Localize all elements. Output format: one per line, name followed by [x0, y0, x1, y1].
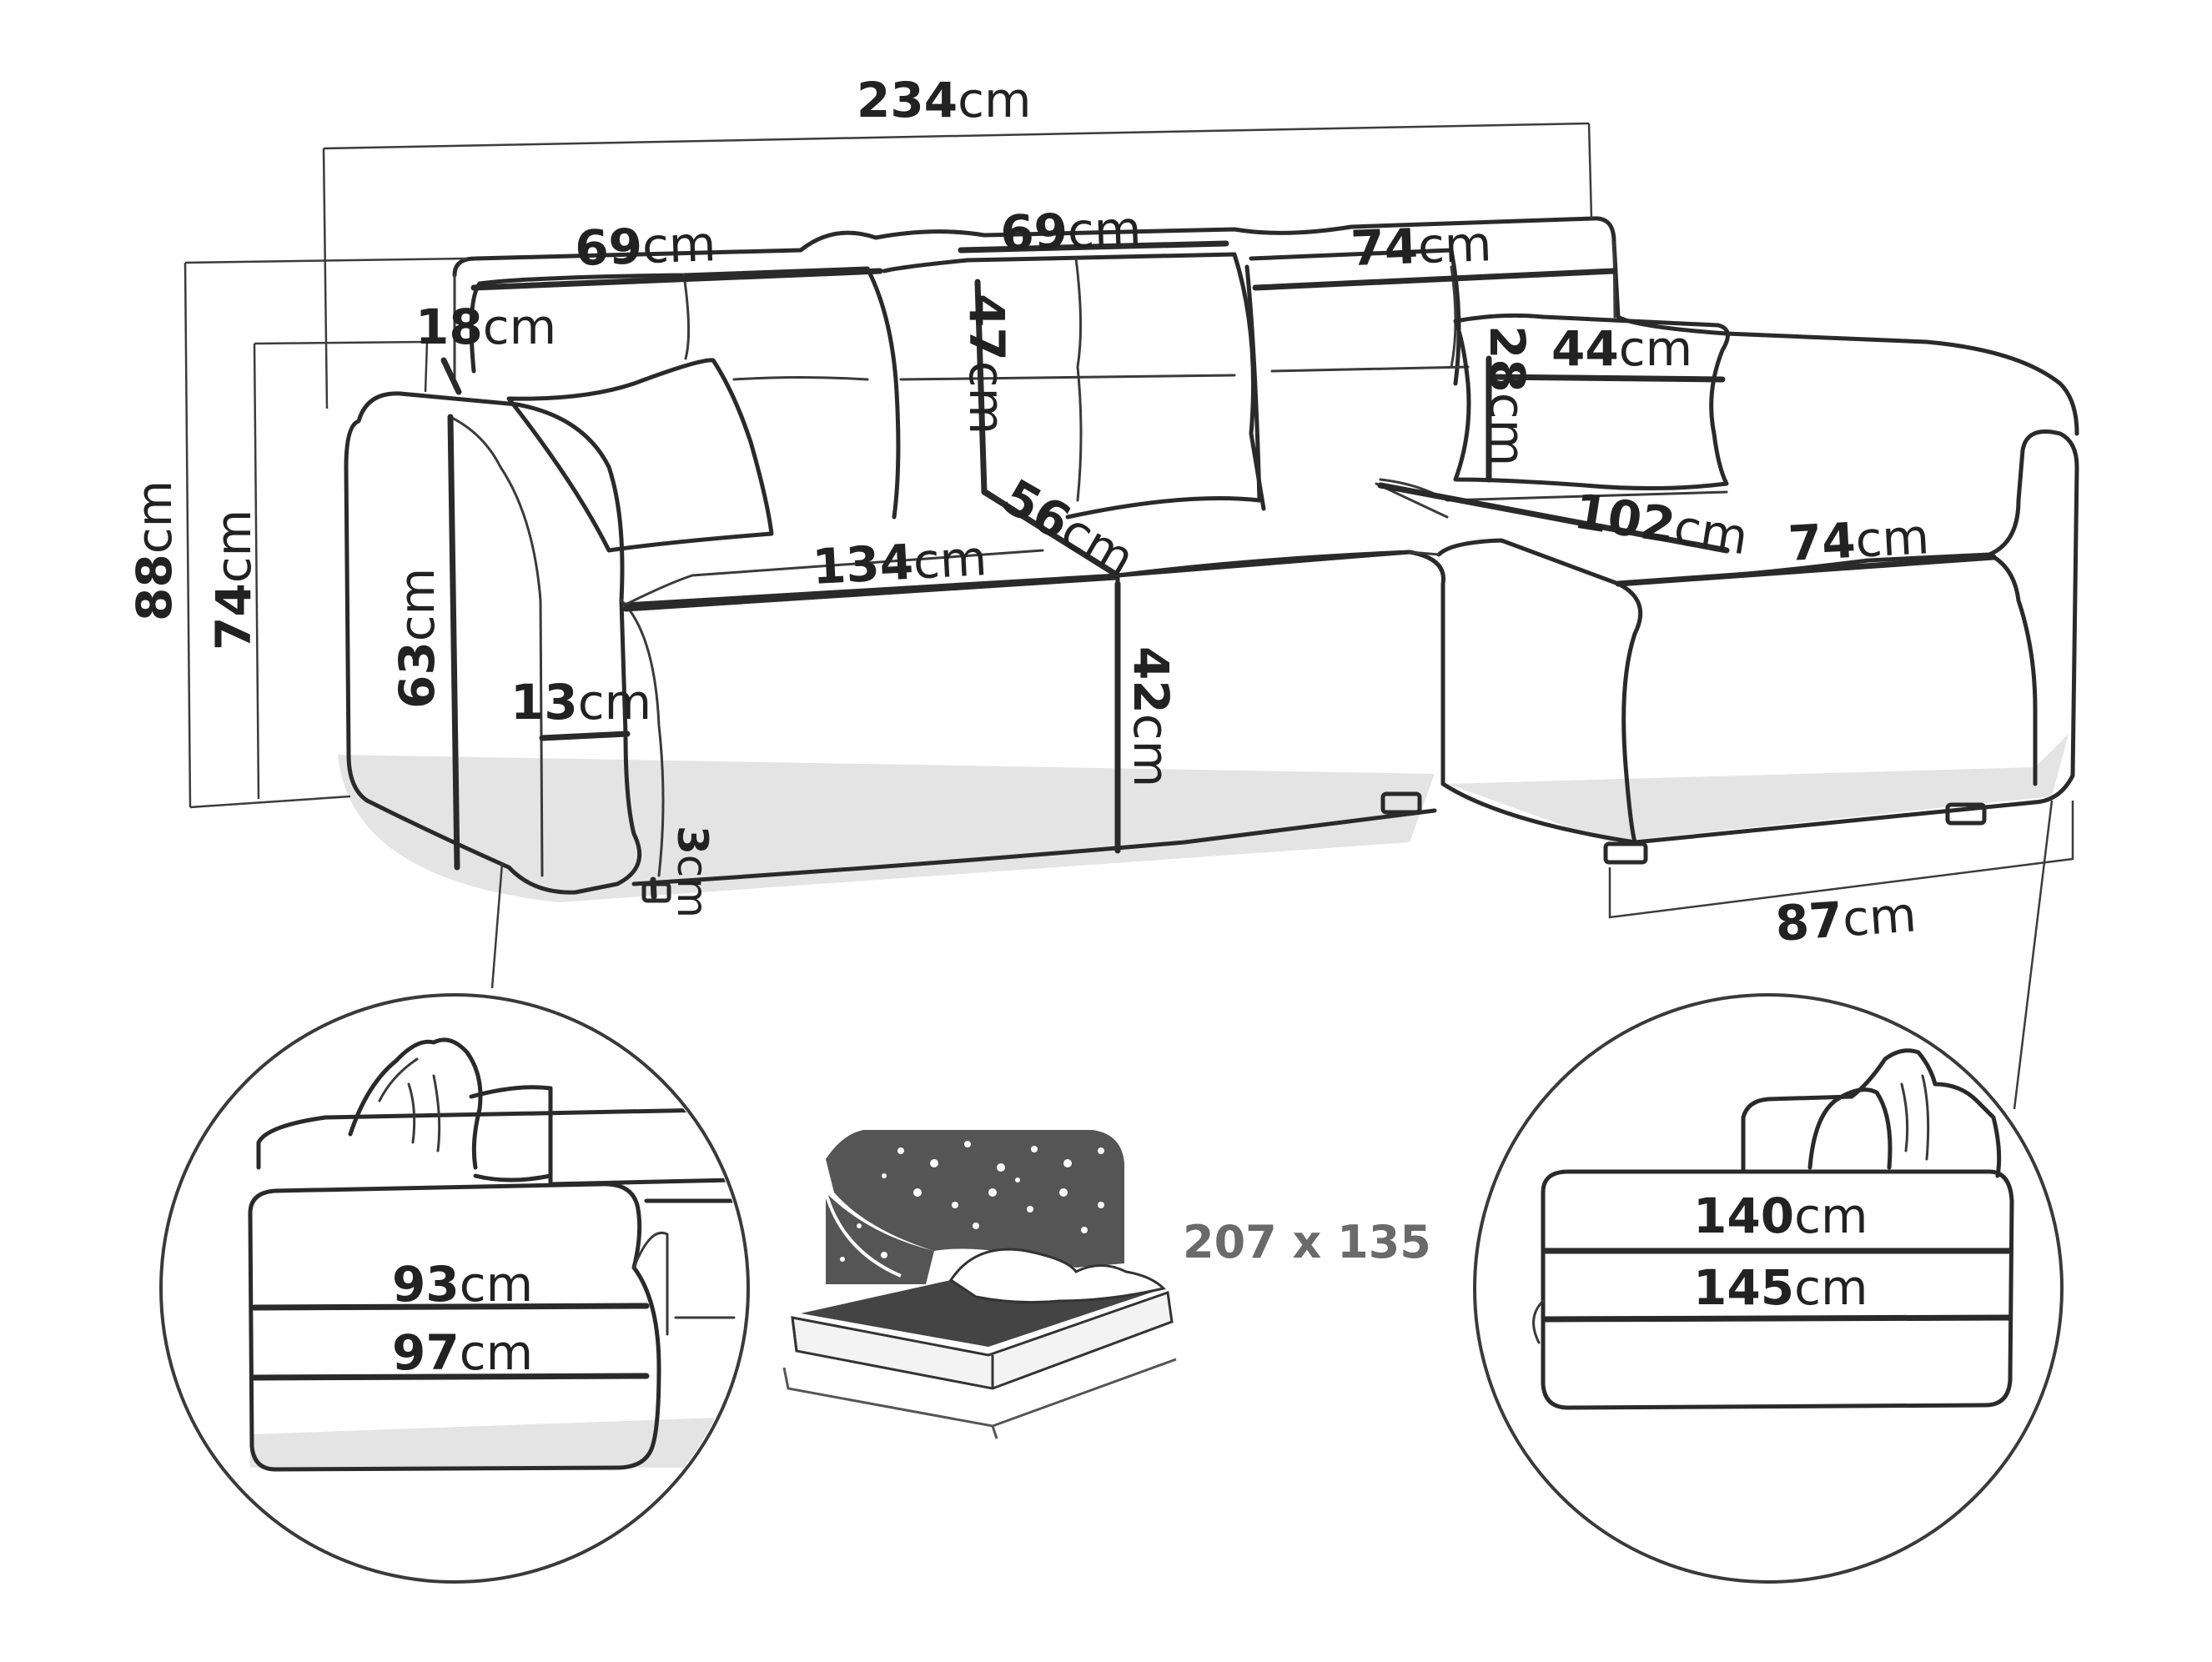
dim-chaise-cushion-height: 28cm — [1479, 325, 1536, 466]
dim-seat-length: 134cm — [811, 530, 988, 595]
star-pattern — [840, 1141, 1104, 1262]
dim-chaise-width: 74cm — [1787, 508, 1930, 572]
detail-right-lower-label: 145cm — [1693, 1259, 1868, 1316]
bed-size-label: 207 x 135 — [1183, 1216, 1431, 1268]
measurement-strokes — [440, 240, 1997, 900]
detail-circle-left: 93cm 97cm — [159, 993, 750, 1584]
dim-total-height: 88cm — [126, 480, 183, 621]
dim-seat-height: 42cm — [1123, 646, 1179, 787]
dim-chaise-length: 102cm — [1571, 483, 1752, 566]
sofa-shadow — [338, 734, 2069, 902]
dim-armrest-offset: 18cm — [415, 299, 556, 355]
detail-left-upper-label: 93cm — [392, 1256, 533, 1313]
dim-back-height: 74cm — [205, 510, 262, 650]
bed-function-icon: 207 x 135 — [782, 1130, 1431, 1439]
dim-seat-depth: 56cm — [993, 468, 1144, 587]
dim-seat-width-left: 69cm — [574, 215, 716, 277]
detail-left-lower-label: 97cm — [392, 1324, 533, 1381]
dim-total-width: 234cm — [857, 72, 1031, 128]
dim-back-cushion-height: 47cm — [958, 294, 1015, 434]
dimension-guides — [183, 122, 2074, 1110]
dim-arm-height: 63cm — [389, 568, 445, 709]
detail-circle-right: 140cm 145cm — [1473, 993, 2064, 1584]
dim-chaise-cushion-width: 44cm — [1551, 320, 1692, 377]
dim-seat-width-right: 74cm — [1350, 215, 1492, 277]
dim-arm-width: 13cm — [510, 674, 651, 731]
dim-leg-height: 3cm — [668, 826, 716, 918]
dim-seat-width-mid: 69cm — [999, 200, 1142, 262]
detail-right-upper-label: 140cm — [1693, 1188, 1868, 1244]
dim-chaise-depth: 87cm — [1773, 886, 1918, 952]
